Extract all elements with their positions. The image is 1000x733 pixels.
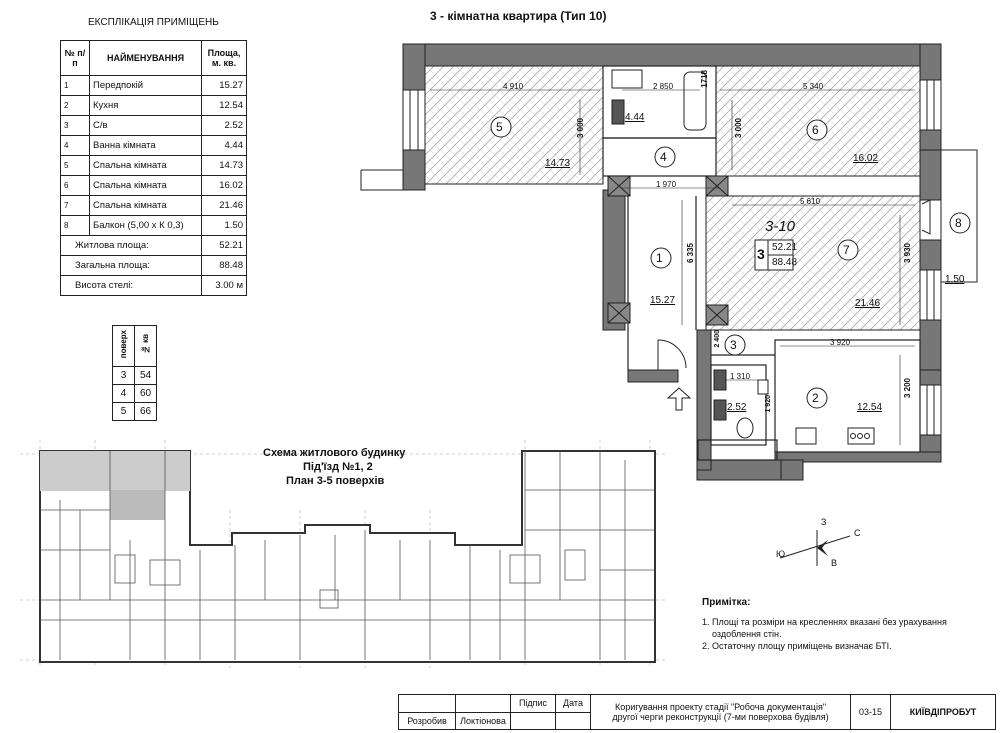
living-area-row: Житлова площа:52.21 (60, 235, 247, 256)
compass-w: З (821, 517, 827, 527)
dim-label: 4 910 (503, 82, 524, 91)
balcony (921, 149, 978, 283)
title-block: Підпис Дата Коригування проекту стадії "… (398, 694, 996, 730)
compass-e: В (831, 558, 838, 568)
dim-label: 5 610 (800, 197, 821, 206)
scheme-title-line3: План 3-5 поверхів (286, 475, 385, 487)
date-header: Дата (555, 694, 591, 713)
explication-title: ЕКСПЛІКАЦІЯ ПРИМІЩЕНЬ (88, 17, 219, 28)
room-area: 1.50 (945, 274, 965, 285)
note-line: 1. Площі та розміри на кресленнях вказан… (702, 617, 947, 627)
room-number: 6 (812, 123, 819, 137)
dim-label: 2 850 (653, 82, 674, 91)
apt-code: 3-10 (765, 218, 796, 235)
scheme-title-line2: Під'їзд №1, 2 (303, 461, 373, 473)
note-line: 2. Остаточну площу приміщень визначає БТ… (702, 641, 892, 651)
room-area: 2.52 (727, 402, 747, 413)
room-number: 8 (955, 216, 962, 230)
room-number: 1 (656, 251, 663, 265)
compass-icon (779, 530, 851, 566)
note-line: оздоблення стін. (712, 629, 782, 639)
col-no: № п/п (60, 40, 90, 76)
room-area: 4.44 (625, 112, 645, 123)
room-number: 5 (496, 120, 503, 134)
room-5-floor (424, 65, 604, 185)
room-7-floor (705, 195, 921, 331)
room-number: 2 (812, 391, 819, 405)
ceiling-height-row: Висота стелі:3.00 м (60, 275, 247, 296)
notes-title: Примітка: (702, 597, 751, 608)
room-area: 15.27 (650, 295, 676, 306)
room-number: 4 (660, 150, 667, 164)
room-number: 3 (730, 338, 737, 352)
sheet-code: 03-15 (850, 694, 891, 730)
room-area: 14.73 (545, 158, 571, 169)
stamp-living-area: 52.21 (772, 242, 798, 253)
dim-label: 5 340 (803, 82, 824, 91)
project-name: Коригування проекту стадії "Робоча докум… (590, 694, 851, 730)
room-area: 12.54 (857, 402, 883, 413)
stamp-total-area: 88.48 (772, 257, 798, 268)
compass-s: Ю (776, 549, 786, 559)
author-name: Локтіонова (455, 711, 511, 730)
rooms-count: 3 (757, 246, 765, 262)
room-area: 16.02 (853, 153, 879, 164)
organization: КИЇВДІПРОБУТ (890, 694, 996, 730)
scheme-title-line1: Схема житлового будинку (263, 447, 406, 459)
dim-label: 1 970 (656, 180, 677, 189)
total-area-row: Загальна площа:88.48 (60, 255, 247, 276)
plan-title: 3 - кімнатна квартира (Тип 10) (430, 9, 607, 23)
room-number: 7 (843, 243, 850, 257)
dim-label: 3 920 (830, 338, 851, 347)
col-area: Площа, м. кв. (201, 40, 247, 76)
compass-n: С (854, 528, 861, 538)
room-area: 21.46 (855, 298, 881, 309)
developed-label: Розробив (398, 711, 456, 730)
signature-header: Підпис (510, 694, 556, 713)
dim-label: 1 310 (730, 372, 751, 381)
